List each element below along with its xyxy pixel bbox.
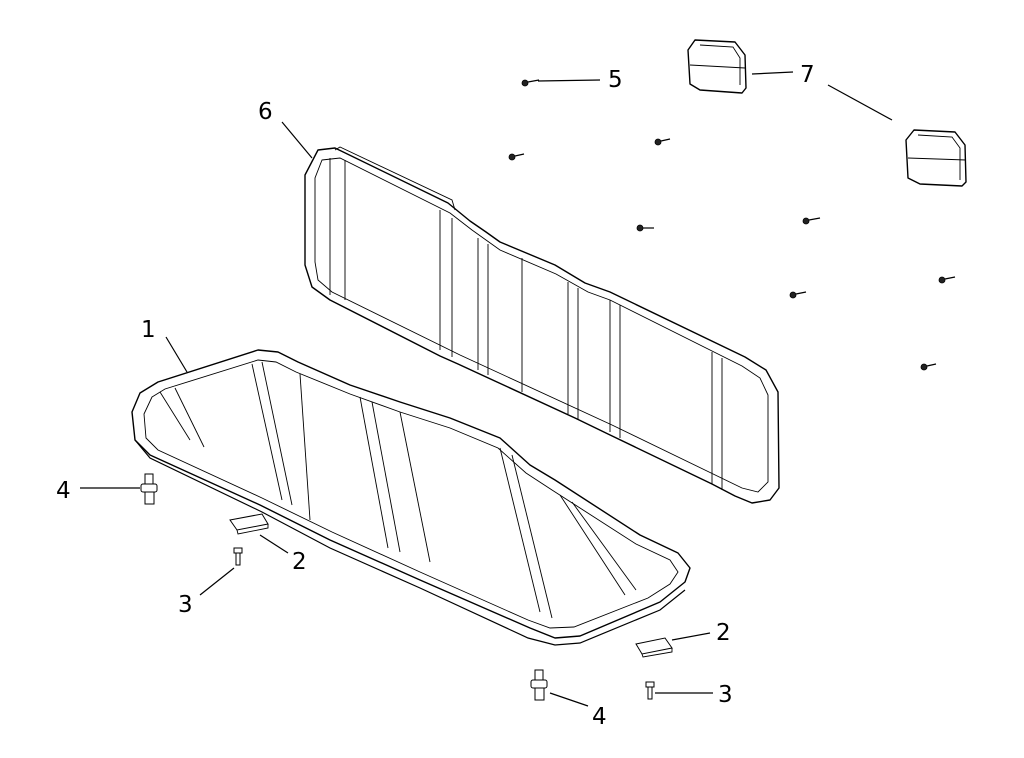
callout-3-right: 3 xyxy=(718,682,733,708)
seat-bottom-part xyxy=(131,349,691,646)
bracket-right-part xyxy=(635,637,673,658)
stud-right-part xyxy=(530,669,548,701)
stud-left-part xyxy=(140,473,158,505)
screw-left-part xyxy=(233,547,243,566)
callout-4-left: 4 xyxy=(56,478,71,504)
callout-7: 7 xyxy=(800,62,815,88)
callout-1: 1 xyxy=(141,317,156,343)
leader-lines xyxy=(80,71,893,707)
callout-6: 6 xyxy=(258,99,273,125)
bolts xyxy=(508,79,956,371)
seat-back-part xyxy=(304,146,780,504)
headrest-lower xyxy=(905,129,967,187)
callout-4-right: 4 xyxy=(592,704,607,730)
callout-3-left: 3 xyxy=(178,592,193,618)
callout-2-left: 2 xyxy=(292,549,307,575)
callout-2-right: 2 xyxy=(716,620,731,646)
headrest-upper xyxy=(687,39,747,94)
screw-right-part xyxy=(645,681,655,700)
callout-5: 5 xyxy=(608,67,623,93)
bracket-left-part xyxy=(229,513,269,535)
